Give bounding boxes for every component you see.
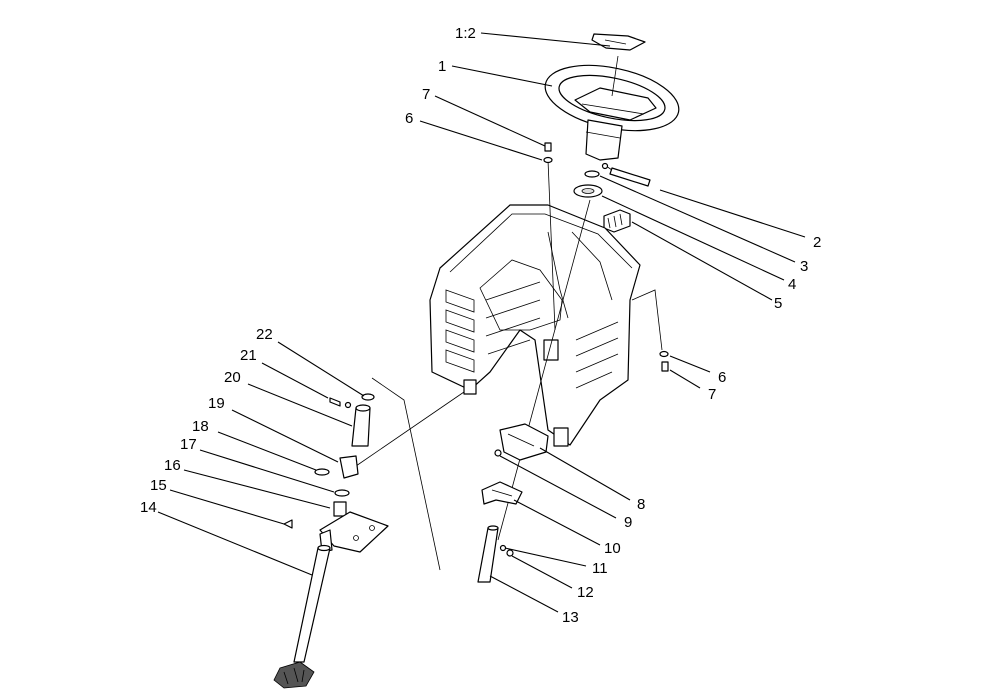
reference-line	[371, 377, 441, 571]
callout-10: 10	[604, 540, 621, 557]
callout-17: 17	[180, 436, 197, 453]
callout-1-2: 1:2	[455, 25, 476, 42]
console-housing	[429, 204, 641, 447]
callout-7-top: 7	[422, 86, 430, 103]
steering-bushing	[573, 170, 603, 198]
assembly-centerline	[547, 159, 556, 331]
callout-6-top: 6	[405, 110, 413, 127]
callout-2: 2	[813, 234, 821, 251]
callout-12: 12	[577, 584, 594, 601]
steering-wheel	[544, 55, 680, 161]
reference-line-2	[355, 391, 465, 467]
steering-bracket	[603, 209, 631, 233]
callout-11: 11	[592, 560, 608, 577]
callout-3: 3	[800, 258, 808, 275]
callout-5: 5	[774, 295, 782, 312]
callout-7-right: 7	[708, 386, 716, 403]
steering-support-bracket	[494, 423, 549, 461]
top-bolt-washer	[543, 142, 553, 164]
lower-steering-shaft	[477, 525, 514, 583]
leader-lines	[157, 32, 806, 613]
steering-shaft	[273, 544, 331, 689]
callout-16: 16	[164, 457, 181, 474]
callout-1: 1	[438, 58, 446, 75]
callout-18: 18	[192, 418, 209, 435]
callout-19: 19	[208, 395, 225, 412]
steering-wheel-cap	[591, 33, 646, 51]
assembly-centerline-2	[497, 199, 591, 541]
callout-9: 9	[624, 514, 632, 531]
roll-pin	[601, 162, 651, 187]
callout-21: 21	[240, 347, 257, 364]
callout-14: 14	[140, 499, 157, 516]
left-shaft-stack	[283, 393, 375, 529]
pivot-plate	[319, 511, 389, 553]
callout-15: 15	[150, 477, 167, 494]
callout-13: 13	[562, 609, 579, 626]
callout-20: 20	[224, 369, 241, 386]
callout-8: 8	[637, 496, 645, 513]
callout-6-right: 6	[718, 369, 726, 386]
callout-22: 22	[256, 326, 273, 343]
right-bolt-washer	[631, 289, 669, 372]
callout-labels: 1:2 1 7 6 2 3 4 5 6 7 22 21 20 19 18 17 …	[140, 25, 821, 626]
callout-4: 4	[788, 276, 796, 293]
shaft-guide	[481, 481, 523, 505]
